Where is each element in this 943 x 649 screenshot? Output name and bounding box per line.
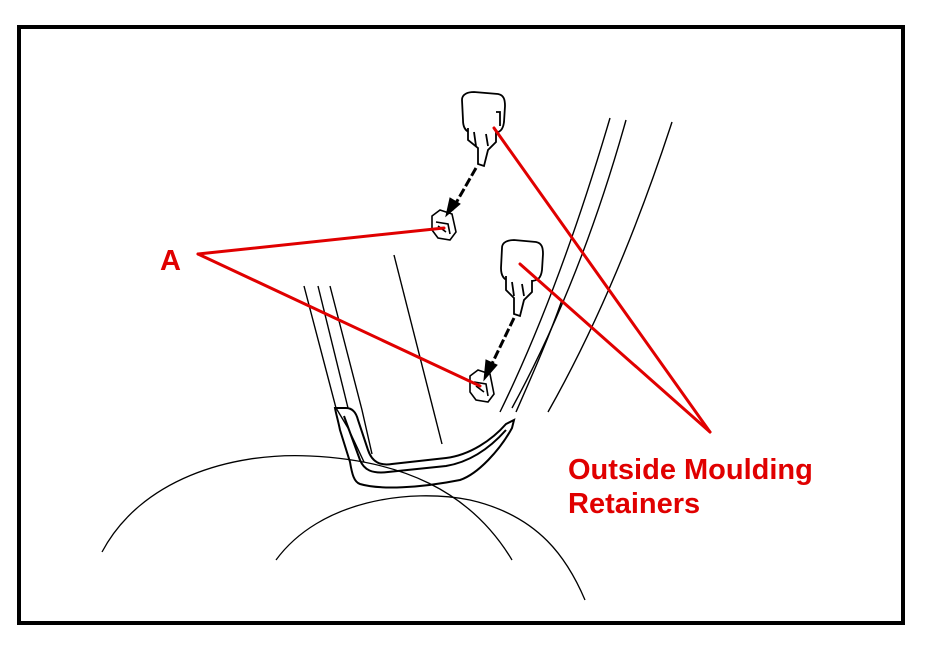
callout-retainers-to-lower [518, 262, 712, 434]
pillar-edge-3 [329, 285, 373, 455]
wheel-arch [101, 454, 586, 601]
callout-a-to-lower-clip [196, 252, 482, 388]
lower-moulding [333, 407, 516, 489]
rear-edge-4 [515, 299, 563, 413]
callout-label-retainers-line2: Retainers [568, 488, 701, 520]
diagram-frame [17, 25, 905, 625]
retainer-lower [500, 239, 544, 318]
callout-label-a: A [160, 245, 181, 277]
wheel-arch-outer [101, 454, 513, 561]
callout-lines [196, 126, 712, 434]
callout-label-retainers-line1: Outside Moulding [568, 454, 813, 486]
wheel-arch-inner [275, 495, 586, 601]
rear-edge-1 [499, 117, 611, 413]
retainer-upper [461, 91, 506, 168]
callout-retainers-to-upper [492, 126, 712, 434]
rear-edge-2 [511, 119, 627, 409]
clip-lower [469, 369, 495, 403]
arrow-lower [483, 317, 516, 382]
pillar-edge-2 [317, 285, 349, 409]
clip-upper [431, 209, 457, 241]
callout-a-to-upper-clip [196, 226, 446, 256]
center-line [393, 254, 443, 445]
moulding-outer [333, 407, 516, 489]
door-pillar [303, 117, 673, 463]
arrow-upper [445, 167, 478, 218]
moulding-inner [343, 415, 507, 474]
rear-edge-3 [547, 121, 673, 413]
callout-label-retainers: Outside Moulding Retainers [568, 453, 813, 521]
pillar-edge-1 [303, 285, 365, 463]
